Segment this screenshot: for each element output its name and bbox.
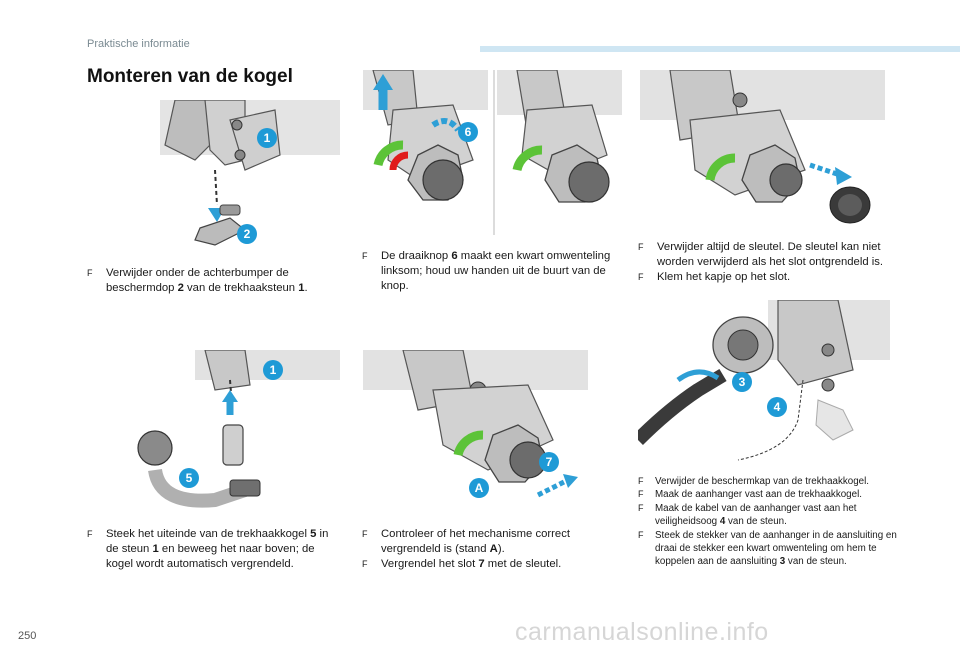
page-number: 250	[18, 630, 37, 642]
caption-item: F Maak de aanhanger vast aan de trekhaak…	[638, 489, 862, 501]
caption-item: F De draaiknop 6 maakt een kwart omwente…	[362, 250, 611, 292]
illustration-insert-ball: 1 5	[135, 350, 340, 515]
bullet-icon: F	[362, 559, 368, 569]
caption-item: F Controleer of het mechanisme correct v…	[362, 528, 570, 555]
bullet-icon: F	[638, 242, 644, 252]
illustration-knob-turned	[497, 70, 622, 235]
illustration-remove-key	[640, 70, 885, 235]
illustration-connect-trailer: 3 4	[638, 300, 890, 470]
callout-1: 1	[257, 128, 277, 148]
callout-7: 7	[539, 452, 559, 472]
caption-lock-mechanism: F Controleer of het mechanisme correct v…	[362, 527, 607, 572]
caption-item: F Klem het kapje op het slot.	[638, 271, 791, 283]
bullet-icon: F	[638, 529, 644, 540]
caption-item: F Vergrendel het slot 7 met de sleutel.	[362, 558, 562, 570]
illustration-lock-mechanism: 7 A	[363, 350, 588, 515]
bullet-icon: F	[362, 529, 368, 539]
caption-item: F Steek de stekker van de aanhanger in d…	[638, 529, 897, 568]
callout-4: 4	[767, 397, 787, 417]
caption-connect-trailer: F Verwijder de beschermkap van de trekha…	[638, 475, 898, 569]
header-accent-bar	[480, 46, 960, 52]
callout-1: 1	[263, 360, 283, 380]
illustration-divider	[493, 70, 495, 235]
illustration-rotate-knob: 6	[363, 70, 488, 235]
bullet-icon: F	[638, 272, 644, 282]
section-label: Praktische informatie	[87, 38, 190, 50]
callout-5: 5	[179, 468, 199, 488]
caption-item: F Verwijder onder de achterbumper de bes…	[87, 267, 308, 294]
bullet-icon: F	[638, 502, 644, 513]
caption-item: F Verwijder de beschermkap van de trekha…	[638, 476, 870, 487]
caption-item: F Maak de kabel van de aanhanger vast aa…	[638, 502, 857, 528]
caption-rotate-knob: F De draaiknop 6 maakt een kwart omwente…	[362, 249, 617, 294]
callout-6: 6	[458, 122, 478, 142]
bullet-icon: F	[87, 529, 93, 539]
illustration-remove-cap: 1 2	[135, 100, 340, 260]
watermark: carmanualsonline.info	[515, 618, 769, 646]
caption-item: F Steek het uiteinde van de trekhaakkoge…	[87, 528, 329, 570]
caption-remove-cap: F Verwijder onder de achterbumper de bes…	[87, 266, 342, 296]
bullet-icon: F	[638, 476, 644, 486]
caption-insert-ball: F Steek het uiteinde van de trekhaakkoge…	[87, 527, 342, 572]
bullet-icon: F	[362, 251, 368, 261]
callout-2: 2	[237, 224, 257, 244]
page-title: Monteren van de kogel	[87, 66, 293, 87]
bullet-icon: F	[638, 489, 644, 500]
callout-3: 3	[732, 372, 752, 392]
caption-remove-key: F Verwijder altijd de sleutel. De sleute…	[638, 240, 888, 285]
caption-item: F Verwijder altijd de sleutel. De sleute…	[638, 241, 884, 268]
bullet-icon: F	[87, 268, 93, 278]
callout-A: A	[469, 478, 489, 498]
